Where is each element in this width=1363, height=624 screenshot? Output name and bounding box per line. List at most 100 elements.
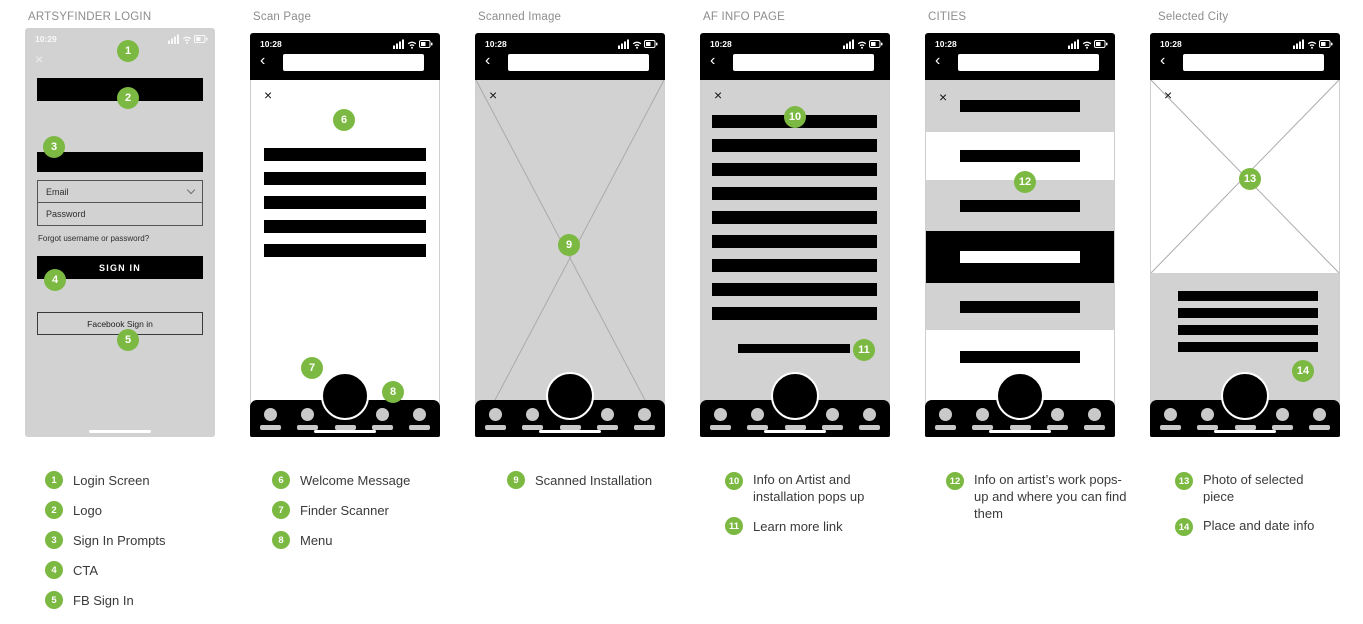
nav-dot[interactable] [634,408,655,430]
text-bar [1178,308,1318,318]
phone-login: 10:29 × Email Password Forgot username o… [25,28,215,437]
wifi-icon [632,41,642,47]
scanner-button[interactable] [321,372,369,420]
scanner-button[interactable] [1221,372,1269,420]
nav-dot[interactable] [972,408,994,430]
nav-dot[interactable] [710,408,731,430]
city-row[interactable] [926,283,1114,330]
close-icon[interactable]: × [264,87,273,103]
back-icon[interactable]: ‹ [1160,52,1166,69]
signal-icon [1068,39,1079,49]
forgot-password-link[interactable]: Forgot username or password? [38,234,150,243]
sign-in-button[interactable]: SIGN IN [37,256,203,279]
annotation-badge-10: 10 [784,106,806,128]
home-indicator [539,430,601,433]
status-time: 10:29 [35,34,57,44]
nav-dot[interactable] [1160,408,1181,430]
nav-dot[interactable] [297,408,319,430]
nav-dot[interactable] [1197,408,1219,430]
scanner-button[interactable] [771,372,819,420]
nav-dot[interactable] [1046,408,1068,430]
nav-dot[interactable] [747,408,769,430]
wifi-icon [407,41,417,47]
status-time: 10:28 [1160,39,1182,49]
text-bar [264,220,426,233]
app-header: 10:28 ‹ [700,33,890,80]
text-bar [1178,325,1318,335]
legend-label: Welcome Message [300,472,411,488]
nav-dot[interactable] [935,408,956,430]
city-row[interactable]: × [926,80,1114,132]
search-bar[interactable] [1183,54,1324,71]
phone-scanned-image: 10:28 ‹ × 9 [475,33,665,437]
text-bar [264,148,426,161]
close-icon[interactable]: × [489,87,498,103]
wifi-dot [186,41,188,44]
annotation-badge-8: 8 [382,381,404,403]
close-icon[interactable]: × [939,89,948,105]
home-indicator [1214,430,1276,433]
nav-dot[interactable] [859,408,880,430]
nav-dot[interactable] [596,408,618,430]
close-icon[interactable]: × [1164,87,1173,103]
nav-dot[interactable] [1271,408,1293,430]
scanner-button[interactable] [996,372,1044,420]
place-date-text-placeholder [1178,291,1318,363]
learn-more-link-placeholder[interactable] [738,344,850,353]
welcome-text-placeholder [264,148,426,268]
wifi-icon [1307,41,1317,47]
nav-dot[interactable] [1084,408,1105,430]
nav-tab-placeholder [334,408,356,430]
close-icon[interactable]: × [714,87,723,103]
home-indicator [989,430,1051,433]
city-name-placeholder [960,351,1080,363]
email-field[interactable]: Email [37,180,203,203]
nav-dot[interactable] [409,408,430,430]
scanner-button[interactable] [546,372,594,420]
home-indicator [314,430,376,433]
nav-tab-placeholder [1009,408,1031,430]
nav-dot[interactable] [1309,408,1330,430]
annotation-badge-1: 1 [117,40,139,62]
status-time: 10:28 [260,39,282,49]
status-bar: 10:28 [935,38,1108,50]
annotation-badge-12: 12 [1014,171,1036,193]
text-bar [264,244,426,257]
back-icon[interactable]: ‹ [935,52,941,69]
screen-title-login: ARTSYFINDER LOGIN [28,11,152,23]
nav-dot[interactable] [260,408,281,430]
bottom-nav [475,372,665,437]
home-indicator [764,430,826,433]
signal-icon [618,39,629,49]
city-row-selected[interactable] [926,231,1114,283]
wifi-dot [1086,46,1088,49]
nav-tab-placeholder [1234,408,1256,430]
image-placeholder-cross-icon [476,80,664,436]
screen-title-info: AF INFO PAGE [703,11,786,23]
close-icon[interactable]: × [35,51,44,67]
search-bar[interactable] [283,54,424,71]
nav-dot[interactable] [485,408,506,430]
nav-dot[interactable] [522,408,544,430]
search-bar[interactable] [958,54,1099,71]
password-field[interactable]: Password [37,202,203,226]
search-bar[interactable] [508,54,649,71]
back-icon[interactable]: ‹ [485,52,491,69]
nav-dot[interactable] [371,408,393,430]
text-bar [712,235,877,248]
sign-in-prompt-placeholder [37,152,203,172]
back-icon[interactable]: ‹ [710,52,716,69]
legend-badge: 9 [507,471,525,489]
legend-badge: 10 [725,472,743,490]
annotation-badge-2: 2 [117,87,139,109]
nav-dot[interactable] [821,408,843,430]
search-bar[interactable] [733,54,874,71]
back-icon[interactable]: ‹ [260,52,266,69]
status-icons [1068,39,1108,49]
bottom-nav [700,372,890,437]
